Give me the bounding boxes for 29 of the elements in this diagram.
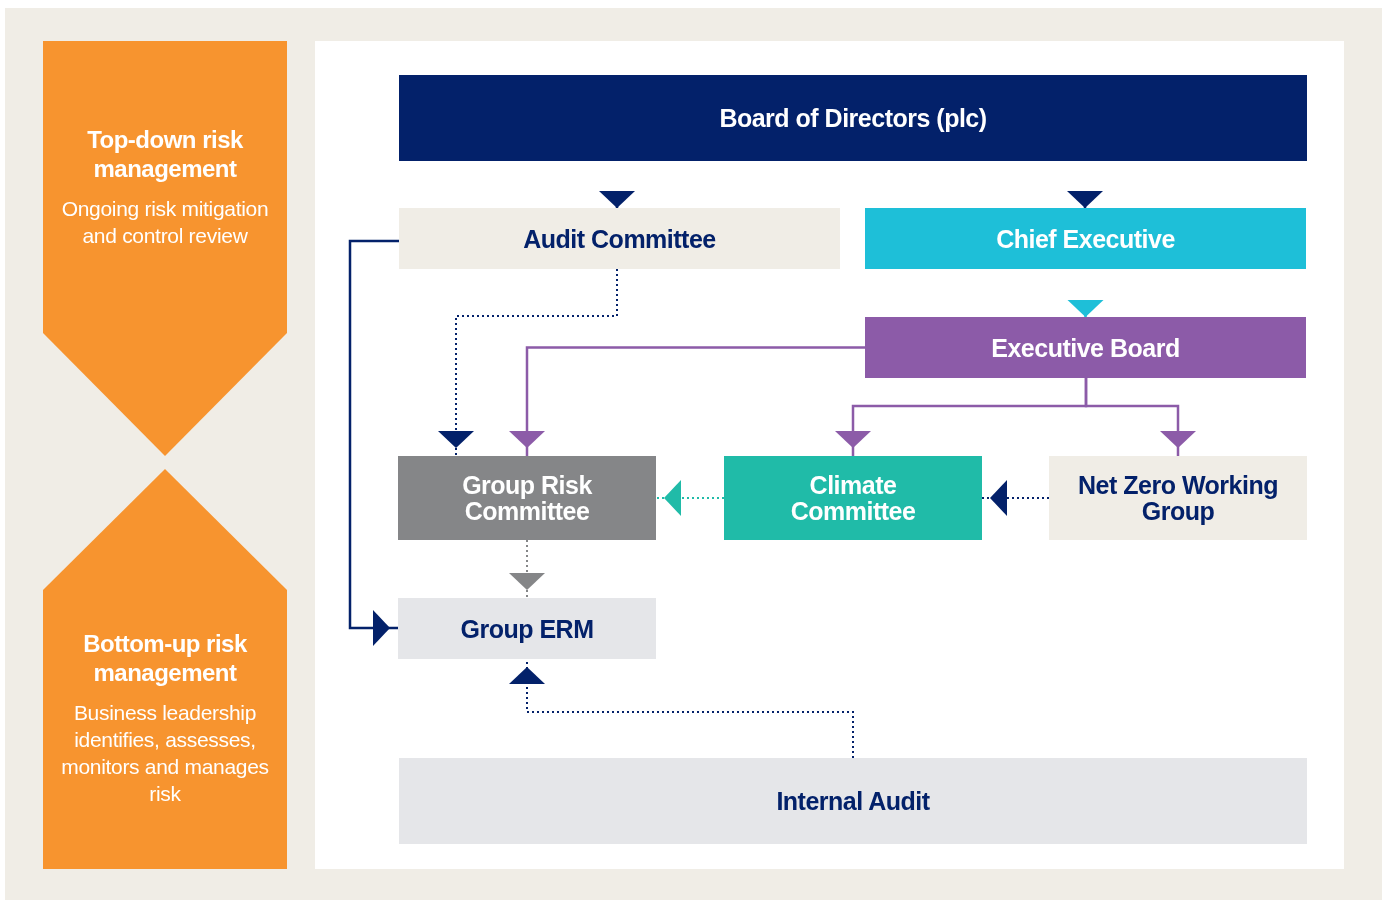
box-label: Chief Executive xyxy=(996,225,1175,252)
arrow xyxy=(1084,378,1196,456)
box-label: Internal Audit xyxy=(776,788,930,814)
arrow xyxy=(438,268,618,457)
org-box xyxy=(399,758,1307,844)
org-box xyxy=(398,456,656,540)
panel-description: Business leadership identifies, assesses, monitors and manages risk xyxy=(60,700,270,807)
org-box xyxy=(865,208,1306,269)
box-label: Group Risk Committee xyxy=(461,472,593,524)
box-label: Board of Directors (plc) xyxy=(719,105,987,131)
org-box xyxy=(724,456,982,540)
panel-heading: Bottom-up risk management xyxy=(82,629,248,687)
box-label: Audit Committee xyxy=(523,225,716,252)
box-label: Net Zero Working Group xyxy=(1077,472,1279,524)
arrow xyxy=(348,239,399,646)
org-box xyxy=(399,208,840,269)
arrow xyxy=(981,480,1050,516)
arrow xyxy=(655,480,725,516)
org-box xyxy=(865,317,1306,378)
org-box xyxy=(398,598,656,659)
box-label: Executive Board xyxy=(991,334,1180,361)
box-label: Climate Committee xyxy=(789,472,917,524)
org-box xyxy=(399,75,1307,161)
org-box xyxy=(1049,456,1307,540)
arrow xyxy=(509,539,545,599)
box-label: Group ERM xyxy=(460,615,594,642)
panel-heading: Top-down risk management xyxy=(86,125,244,183)
arrow xyxy=(509,346,865,456)
panel-description: Ongoing risk mitigation and control review xyxy=(60,196,270,249)
